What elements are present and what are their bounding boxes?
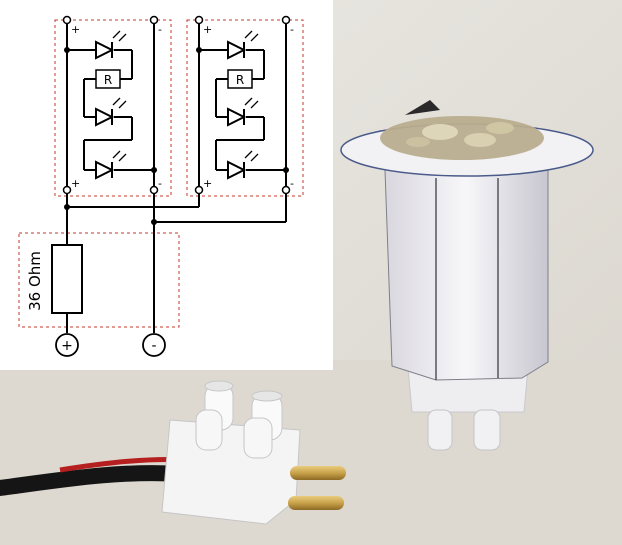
lamp-pin-left	[427, 409, 453, 451]
led-right-3	[227, 150, 259, 180]
terminal-connector	[0, 380, 346, 525]
resistor-left: R	[95, 69, 121, 89]
led-right-2	[227, 97, 259, 127]
led-lamp-assembly	[340, 100, 594, 451]
module-terminals	[62, 15, 291, 195]
module-left-plus-bottom: +	[71, 177, 80, 190]
paper-tube	[384, 169, 549, 381]
module-right-plus-bottom: +	[203, 177, 212, 190]
schematic-background	[0, 0, 333, 370]
interconnect-wires	[66, 194, 287, 333]
series-resistor-label: 36 Ohm	[26, 251, 44, 311]
terminal-minus: -	[142, 333, 166, 357]
terminal-plus: +	[55, 333, 79, 357]
wire-black	[0, 465, 188, 496]
module-left-plus-top: +	[71, 23, 80, 36]
junction-dots	[64, 47, 289, 225]
module-right-minus-top: -	[290, 23, 294, 36]
resistor-left-label: R	[104, 73, 112, 87]
module-right-plus-top: +	[203, 23, 212, 36]
module-left-border	[54, 19, 172, 197]
resistor-right: R	[227, 69, 253, 89]
resistor-block-border	[18, 232, 180, 328]
schematic-panel: R	[0, 0, 333, 370]
table-surface	[0, 360, 622, 545]
module-right-minus-bottom: -	[290, 177, 294, 190]
lamp-pin-right	[473, 409, 501, 451]
brass-pin-top	[290, 466, 346, 480]
module-right-border	[186, 19, 304, 197]
led-left-3	[95, 150, 127, 180]
brass-pin-bottom	[288, 496, 344, 510]
led-right-1	[227, 30, 259, 60]
module-left-minus-top: -	[158, 23, 162, 36]
terminal-plus-label: +	[61, 338, 73, 354]
led-cluster	[380, 116, 544, 160]
module-right	[198, 20, 287, 190]
terminal-minus-label: -	[151, 338, 156, 354]
led-left-2	[95, 97, 127, 127]
series-resistor: 36 Ohm	[26, 244, 83, 314]
resistor-right-label: R	[236, 73, 244, 87]
led-left-1	[95, 30, 127, 60]
module-left-minus-bottom: -	[158, 177, 162, 190]
